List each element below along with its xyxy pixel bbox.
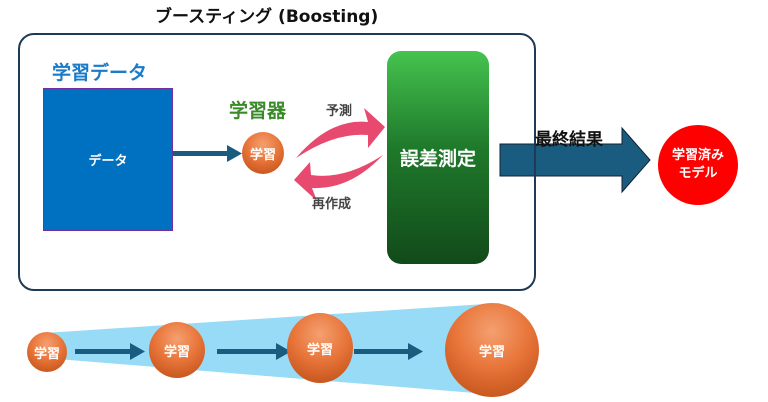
progression-learner-3: 学習	[287, 313, 353, 383]
data-box: データ	[43, 88, 173, 231]
final-result-arrow	[499, 126, 651, 194]
training-data-title: 学習データ	[52, 62, 148, 84]
progression-arrow	[75, 343, 145, 360]
learner-ball: 学習	[242, 132, 284, 174]
trained-model-circle: 学習済み モデル	[658, 125, 738, 205]
progression-learner-2: 学習	[149, 322, 205, 378]
progression-arrow	[217, 343, 291, 360]
progression-learner-1: 学習	[27, 332, 67, 372]
boosting-frame	[18, 33, 536, 291]
data-to-learner-arrow	[171, 145, 242, 162]
recreate-label: 再作成	[312, 197, 352, 212]
predict-label: 予測	[326, 104, 353, 119]
progression-learner-4: 学習	[445, 303, 539, 397]
learner-title: 学習器	[229, 100, 287, 122]
recreate-arrow	[294, 155, 383, 201]
progression-arrow	[354, 343, 423, 360]
predict-arrow	[296, 108, 385, 158]
final-result-label: 最終結果	[535, 130, 603, 150]
diagram-title: ブースティング (Boosting)	[155, 7, 379, 27]
error-measure-box: 誤差測定	[387, 51, 489, 264]
